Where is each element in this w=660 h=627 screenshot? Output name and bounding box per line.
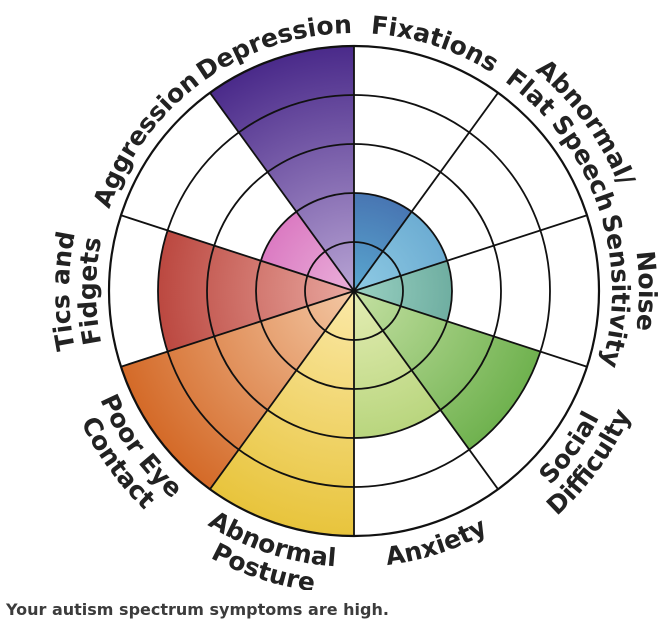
wedge-abnormal-posture	[209, 291, 354, 536]
category-label: Fidgets	[73, 235, 107, 348]
spoke	[209, 92, 355, 292]
spoke	[353, 214, 588, 292]
wedge-aggression	[260, 211, 354, 291]
wedge-fixations	[354, 193, 412, 291]
category-label: Noise	[630, 249, 660, 332]
spoke	[353, 290, 499, 490]
category-label: Sensitivity	[595, 211, 635, 371]
wedge-poor-eye-contact	[120, 291, 355, 490]
spoke	[353, 290, 588, 368]
spoke	[209, 290, 355, 490]
result-summary: Your autism spectrum symptoms are high.	[6, 600, 389, 619]
spoke	[120, 290, 355, 368]
wedge-depression	[209, 46, 354, 291]
wedge-anxiety	[354, 291, 441, 438]
wedge-abnormal-flat-speech	[354, 211, 448, 291]
wedge-social-difficulty	[354, 291, 541, 450]
spoke	[353, 92, 499, 292]
spoke	[120, 214, 355, 292]
